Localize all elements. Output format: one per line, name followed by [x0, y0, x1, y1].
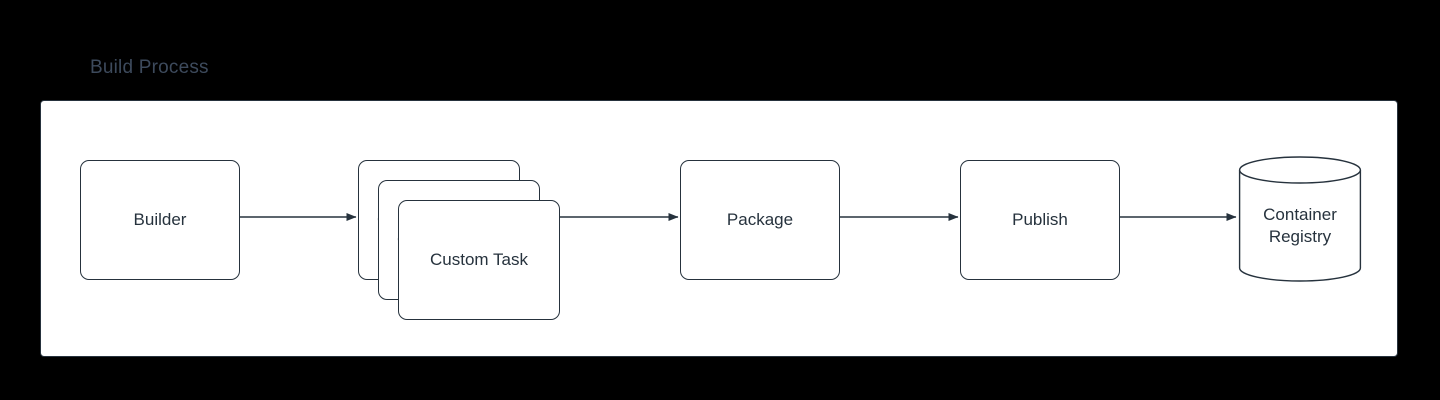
node-container-registry[interactable]: Container Registry — [1238, 156, 1362, 282]
node-publish[interactable]: Publish — [960, 160, 1120, 280]
node-publish-label: Publish — [1012, 210, 1068, 229]
node-custom-task[interactable]: Custom Task — [398, 200, 560, 320]
node-container-registry-label: Container Registry — [1263, 205, 1337, 246]
node-package-label: Package — [726, 210, 794, 229]
node-builder-label: Builder — [133, 210, 187, 229]
group-title: Build Process — [90, 57, 209, 78]
cylinder-shape — [1238, 156, 1362, 282]
node-builder[interactable]: Builder — [80, 160, 240, 280]
node-custom-task-label: Custom Task — [430, 250, 528, 269]
node-package[interactable]: Package — [680, 160, 840, 280]
